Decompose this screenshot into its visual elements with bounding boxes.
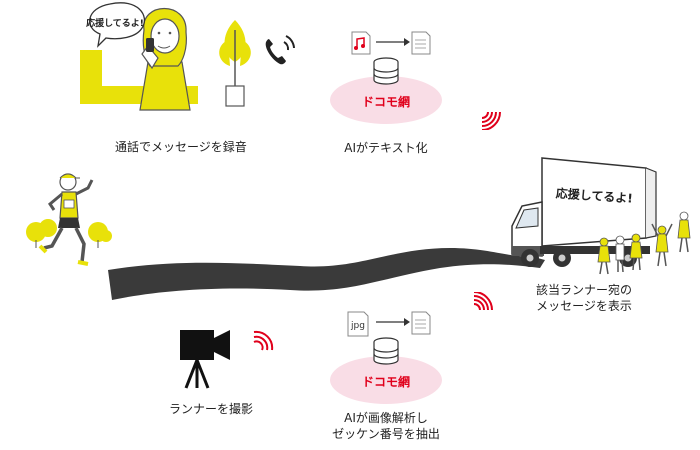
image-file-icon: jpg <box>347 311 369 337</box>
runner-illustration <box>22 168 112 270</box>
step-stt-label: AIがテキスト化 <box>344 141 428 155</box>
database-icon <box>373 337 399 365</box>
docomo-network-label-bottom: ドコモ網 <box>362 374 410 389</box>
speech-bubble-text: 応援してるよ! <box>86 17 144 29</box>
step-ocr-label-line2: ゼッケン番号を抽出 <box>332 427 440 441</box>
woman-calling-illustration: 応援してるよ! <box>70 0 260 118</box>
docomo-network-label-top: ドコモ網 <box>362 94 410 109</box>
text-file-icon <box>411 311 431 335</box>
signal-waves-icon <box>478 96 508 130</box>
speech-to-text-diagram: ドコモ網 <box>316 30 456 125</box>
step-record-label: 通話でメッセージを録音 <box>115 140 247 154</box>
image-file-tag: jpg <box>350 321 365 331</box>
text-file-icon <box>411 31 431 55</box>
display-truck-illustration: 応援してるよ! <box>502 150 700 280</box>
phone-call-icon <box>258 30 300 72</box>
truck-sign-text: 応援してるよ! <box>555 185 633 205</box>
step-display-label: 該当ランナー宛の メッセージを表示 <box>535 283 632 313</box>
step-camera-label: ランナーを撮影 <box>168 402 253 416</box>
step-ocr-label-line1: AIが画像解析し <box>344 411 428 425</box>
image-analysis-diagram: jpg ドコモ網 <box>316 310 456 405</box>
marathon-road <box>0 230 700 310</box>
signal-waves-icon <box>470 292 500 326</box>
database-icon <box>373 57 399 85</box>
signal-waves-icon <box>250 330 280 364</box>
audio-file-icon <box>351 31 371 55</box>
plant-icon <box>219 20 251 107</box>
crowd-icon <box>597 211 691 275</box>
video-camera-icon <box>176 326 234 392</box>
